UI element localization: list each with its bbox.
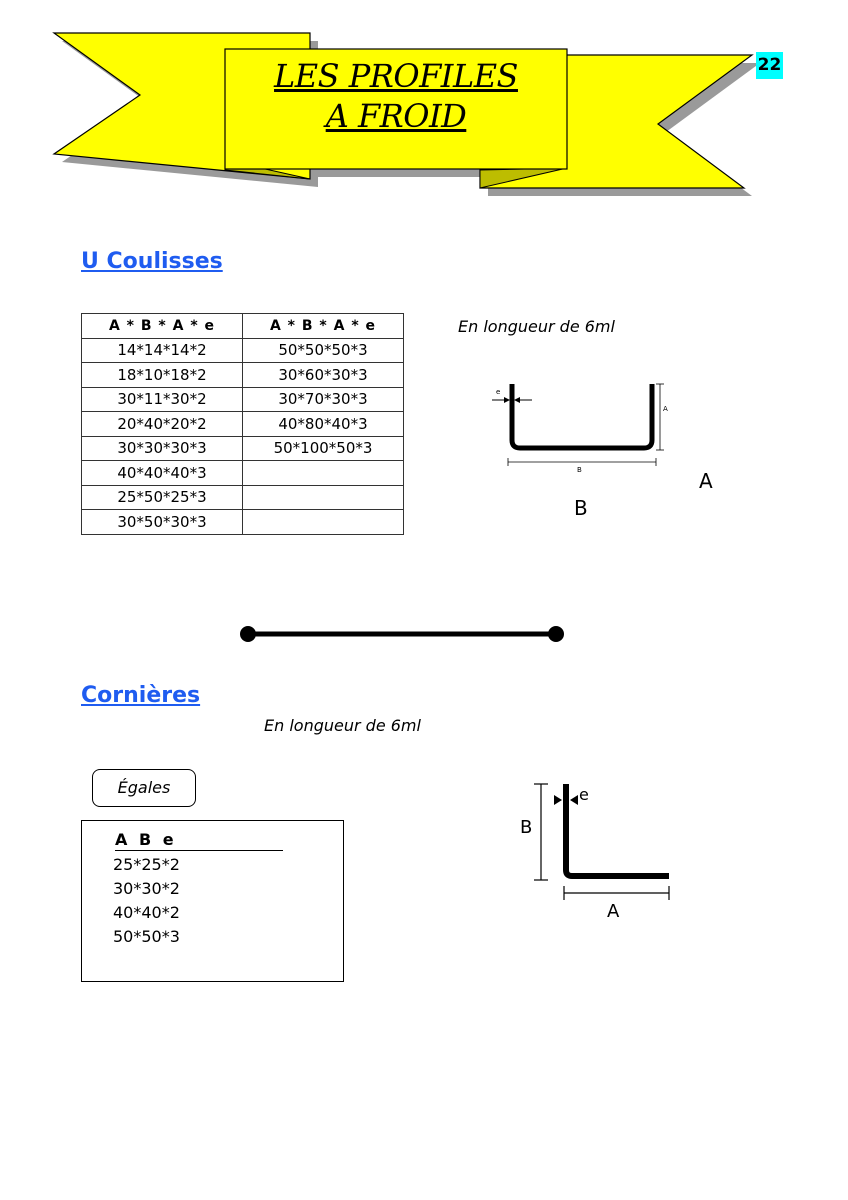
table-row: 40*40*40*3 — [81, 460, 404, 486]
angle-label-e: e — [579, 785, 589, 804]
table-cell: 50*50*50*3 — [242, 337, 404, 363]
table-header-row: A * B * A * e A * B * A * e — [81, 313, 404, 339]
angle-label-b: B — [520, 817, 532, 838]
section-divider — [240, 626, 564, 642]
table-cell: 30*60*30*3 — [242, 362, 404, 388]
column-header: A * B * A * e — [81, 313, 243, 339]
angle-label-a: A — [607, 901, 620, 922]
length-note-corner: En longueur de 6ml — [264, 716, 421, 735]
list-item: 25*25*2 — [113, 855, 180, 874]
corner-list-box: A B e 25*25*2 30*30*2 40*40*2 50*50*3 — [81, 820, 344, 982]
angle-profile-diagram: B A e — [520, 783, 670, 922]
ribbon-center — [224, 48, 568, 170]
table-row: 25*50*25*3 — [81, 484, 404, 510]
corner-list-header: A B e — [115, 830, 283, 851]
egales-tag: Égales — [92, 769, 196, 807]
page-title-line2: A FROID — [325, 97, 467, 135]
list-item: 40*40*2 — [113, 903, 180, 922]
title-banner — [52, 32, 760, 196]
table-cell: 25*50*25*3 — [81, 484, 243, 510]
table-cell: 40*80*40*3 — [242, 411, 404, 437]
u-profile-diagram: e A B — [492, 383, 668, 474]
table-cell: 30*70*30*3 — [242, 386, 404, 412]
section-heading-u-coulisses: U Coulisses — [81, 249, 223, 274]
u-label-b-small: B — [577, 466, 582, 474]
table-cell: 30*50*30*3 — [81, 509, 243, 535]
table-row: 30*50*30*3 — [81, 509, 404, 535]
table-cell: 14*14*14*2 — [81, 337, 243, 363]
column-header: A * B * A * e — [242, 313, 404, 339]
table-cell — [242, 484, 404, 510]
thickness-arrow-right — [570, 795, 578, 805]
table-cell: 50*100*50*3 — [242, 435, 404, 461]
u-label-a-small: A — [663, 405, 668, 413]
table-cell: 18*10*18*2 — [81, 362, 243, 388]
thickness-arrow-left — [554, 795, 562, 805]
section-heading-cornieres: Cornières — [81, 683, 201, 708]
table-cell: 30*11*30*2 — [81, 386, 243, 412]
table-cell: 20*40*20*2 — [81, 411, 243, 437]
list-item: 50*50*3 — [113, 927, 180, 946]
table-cell — [242, 460, 404, 486]
table-cell: 40*40*40*3 — [81, 460, 243, 486]
u-label-e: e — [496, 388, 500, 396]
page-number-badge: 22 — [756, 52, 783, 79]
length-note-u: En longueur de 6ml — [458, 317, 615, 336]
list-item: 30*30*2 — [113, 879, 180, 898]
page-title: LES PROFILES A FROID — [225, 56, 567, 136]
u-profile-shape — [509, 384, 655, 451]
corner-list: 25*25*2 30*30*2 40*40*2 50*50*3 — [113, 853, 180, 949]
page-title-line1: LES PROFILES — [274, 57, 518, 95]
table-cell — [242, 509, 404, 535]
u-label-b: B — [574, 496, 588, 520]
angle-profile-shape — [563, 784, 669, 879]
u-label-a: A — [699, 469, 713, 493]
table-cell: 30*30*30*3 — [81, 435, 243, 461]
